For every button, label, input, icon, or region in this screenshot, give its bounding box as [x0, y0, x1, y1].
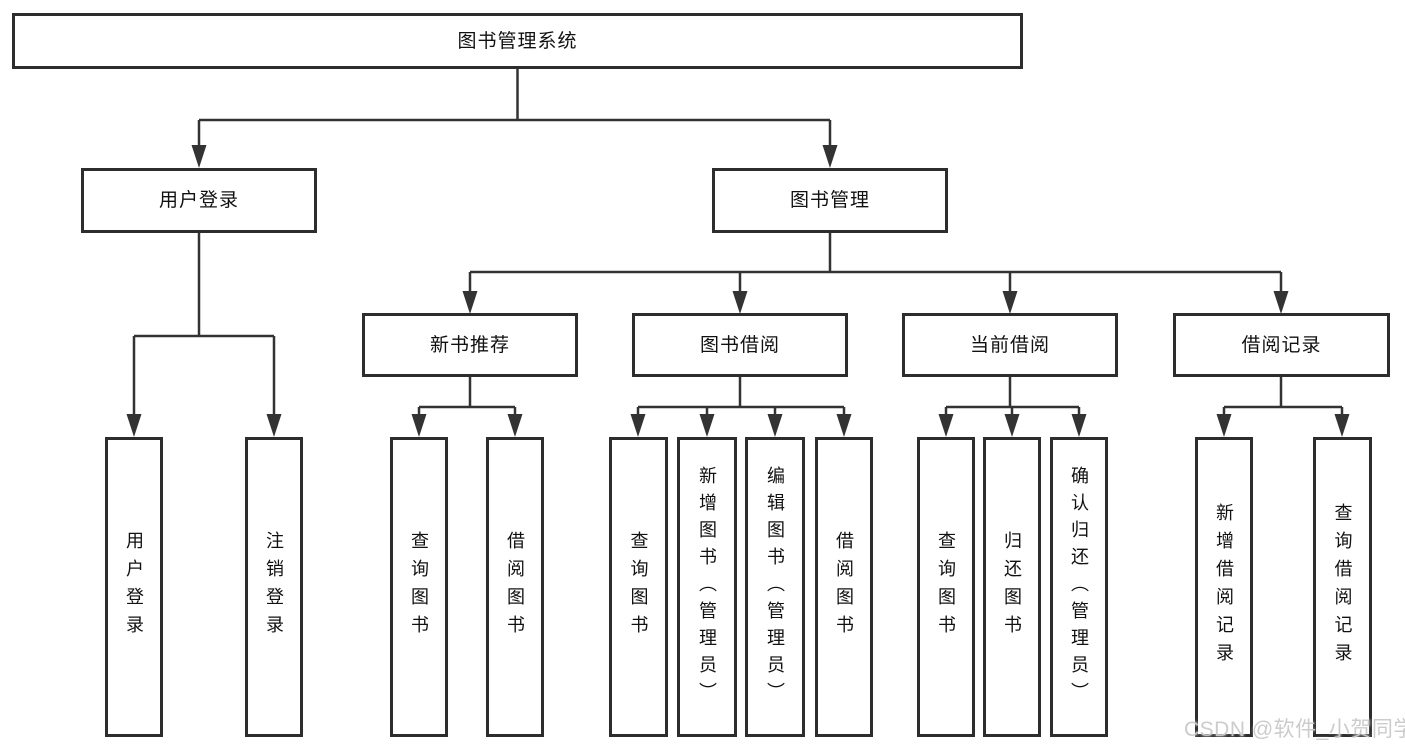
node-label: 查询图书 — [409, 531, 429, 643]
node-label: 借阅图书 — [834, 531, 854, 643]
node-book-management: 图书管理 — [712, 168, 948, 233]
node-label: 借阅记录 — [1241, 334, 1322, 356]
node-label: 确认归还（管理员） — [1069, 465, 1089, 709]
node-label: 新书推荐 — [429, 334, 510, 356]
node-label: 图书借阅 — [699, 334, 780, 356]
node-label: 编辑图书（管理员） — [765, 465, 785, 709]
leaf-add-books-admin: 新增图书（管理员） — [677, 437, 737, 737]
leaf-borrow-books-borrowing: 借阅图书 — [815, 437, 873, 737]
node-user-login: 用户登录 — [81, 168, 317, 233]
leaf-query-books-borrowing: 查询图书 — [609, 437, 668, 737]
node-label: 新增借阅记录 — [1214, 503, 1234, 671]
leaf-query-books-current: 查询图书 — [917, 437, 975, 737]
node-label: 归还图书 — [1002, 531, 1022, 643]
leaf-borrow-books-recommend: 借阅图书 — [486, 437, 544, 737]
arrowhead-icons — [126, 145, 1350, 437]
node-label: 借阅图书 — [505, 531, 525, 643]
leaf-query-books-recommend: 查询图书 — [390, 437, 448, 737]
node-label: 注销登录 — [264, 531, 284, 643]
tree-edges — [132, 69, 1344, 420]
node-new-book-recommend: 新书推荐 — [362, 313, 578, 377]
leaf-return-books: 归还图书 — [983, 437, 1041, 737]
node-label: 查询图书 — [628, 531, 649, 643]
csdn-watermark: CSDN @软件_小贺同学 — [1184, 718, 1405, 741]
node-current-borrowing: 当前借阅 — [902, 313, 1118, 377]
leaf-user-login: 用户登录 — [105, 437, 163, 737]
leaf-confirm-return-admin: 确认归还（管理员） — [1050, 437, 1108, 737]
node-label: 用户登录 — [124, 531, 144, 643]
node-label: 当前借阅 — [969, 334, 1050, 356]
node-label: 用户登录 — [158, 190, 239, 211]
node-borrowing-records: 借阅记录 — [1173, 313, 1390, 377]
node-book-borrowing: 图书借阅 — [632, 313, 848, 377]
node-label: 查询图书 — [936, 531, 956, 643]
node-label: 图书管理 — [789, 190, 870, 211]
node-label: 图书管理系统 — [457, 30, 578, 52]
node-root: 图书管理系统 — [12, 13, 1023, 69]
node-label: 查询借阅记录 — [1332, 503, 1353, 671]
leaf-add-borrow-record: 新增借阅记录 — [1195, 437, 1253, 737]
leaf-logout: 注销登录 — [245, 437, 303, 737]
node-label: 新增图书（管理员） — [697, 465, 717, 709]
leaf-edit-books-admin: 编辑图书（管理员） — [745, 437, 805, 737]
leaf-query-borrow-record: 查询借阅记录 — [1313, 437, 1372, 737]
